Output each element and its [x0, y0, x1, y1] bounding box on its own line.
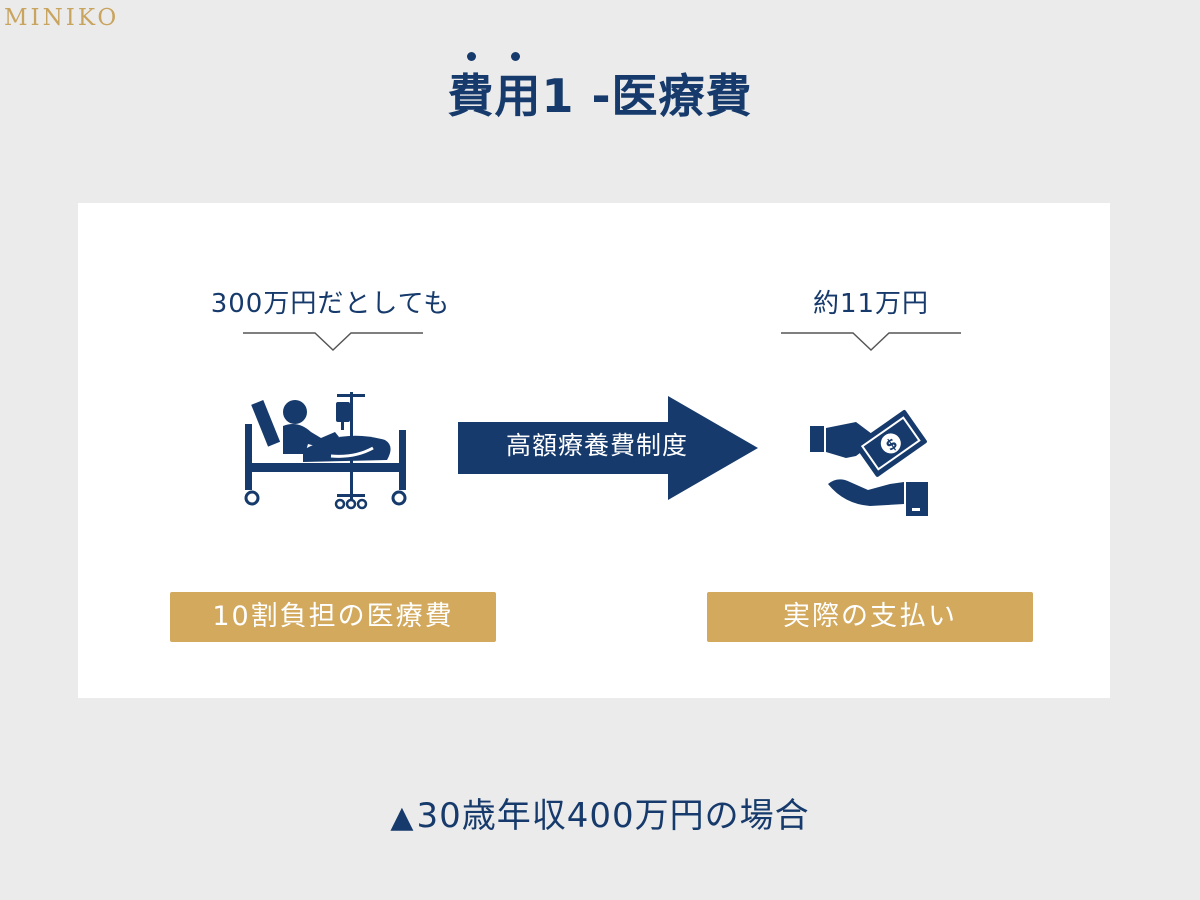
right-label: 実際の支払い — [707, 592, 1033, 642]
arrow-label: 高額療養費制度 — [505, 431, 688, 460]
footnote: ▲30歳年収400万円の場合 — [0, 788, 1200, 837]
left-amount: 300万円だとしても — [210, 289, 451, 319]
left-callout-line — [243, 332, 423, 351]
emphasis-dot — [511, 52, 521, 61]
page-title-text: 費用1 -医療費 — [447, 69, 753, 123]
page-title: 費用1 -医療費 — [447, 52, 753, 126]
brand-logo: MINIKO — [4, 5, 120, 31]
arrow-shape: 高額療養費制度 — [458, 396, 758, 500]
right-arrow-icon — [458, 396, 758, 500]
content-card: 300万円だとしても 約11万円 — [78, 203, 1110, 698]
triangle-marker-icon: ▲ — [390, 800, 415, 835]
right-callout-line — [781, 332, 961, 351]
hand-receiving-money-icon: $ — [810, 410, 928, 516]
emphasis-dot — [467, 52, 477, 61]
hospital-bed-patient-icon — [244, 392, 407, 510]
footnote-text: 30歳年収400万円の場合 — [416, 796, 810, 836]
right-amount: 約11万円 — [812, 289, 930, 319]
left-label: 10割負担の医療費 — [170, 592, 496, 642]
title-area: 費用1 -医療費 — [0, 52, 1200, 126]
